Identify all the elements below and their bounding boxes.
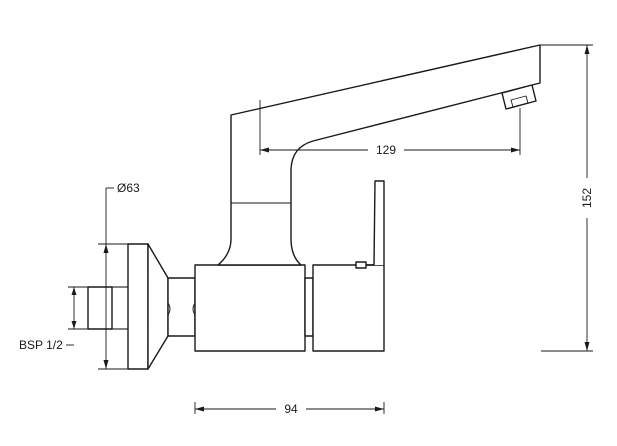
reach-dim-label: 129 xyxy=(376,143,396,157)
thread-arrow-top xyxy=(71,287,77,295)
diameter-arrow-top xyxy=(103,244,109,253)
lever-pivot xyxy=(355,261,367,269)
lever-base-block xyxy=(312,264,385,352)
body-block xyxy=(194,264,306,352)
body-joint xyxy=(304,277,314,337)
flange-cone xyxy=(147,243,169,370)
spout-body xyxy=(217,44,541,266)
bsp-inlet-pipe xyxy=(87,286,113,330)
lever-handle xyxy=(355,180,385,266)
width-arrow-left xyxy=(195,406,204,412)
height-arrow-bottom xyxy=(584,342,590,351)
width-arrow-right xyxy=(375,406,384,412)
reach-arrow-right xyxy=(511,147,520,153)
thread-dim-label: BSP 1/2 xyxy=(19,338,63,352)
mixer-body xyxy=(194,180,385,352)
dimension-height: 152 xyxy=(540,44,594,352)
connector-nut xyxy=(167,277,196,337)
dimension-thread: BSP 1/2 xyxy=(19,286,88,352)
aerator-outlet xyxy=(510,95,529,108)
wall-flange xyxy=(87,243,196,370)
flange-plate xyxy=(127,243,149,370)
width-dim-label: 94 xyxy=(284,402,298,416)
dimension-spout-reach: 129 xyxy=(259,100,521,157)
dimension-diameter: Ø63 xyxy=(98,181,140,370)
nut-detail-left xyxy=(167,302,171,316)
height-arrow-top xyxy=(584,45,590,54)
reach-arrow-left xyxy=(260,147,269,153)
diameter-arrow-bottom xyxy=(103,360,109,369)
thread-arrow-bottom xyxy=(71,321,77,329)
diameter-dim-label: Ø63 xyxy=(117,181,140,195)
dimension-width: 94 xyxy=(194,402,385,416)
spout xyxy=(217,44,541,266)
height-dim-label: 152 xyxy=(580,188,594,208)
